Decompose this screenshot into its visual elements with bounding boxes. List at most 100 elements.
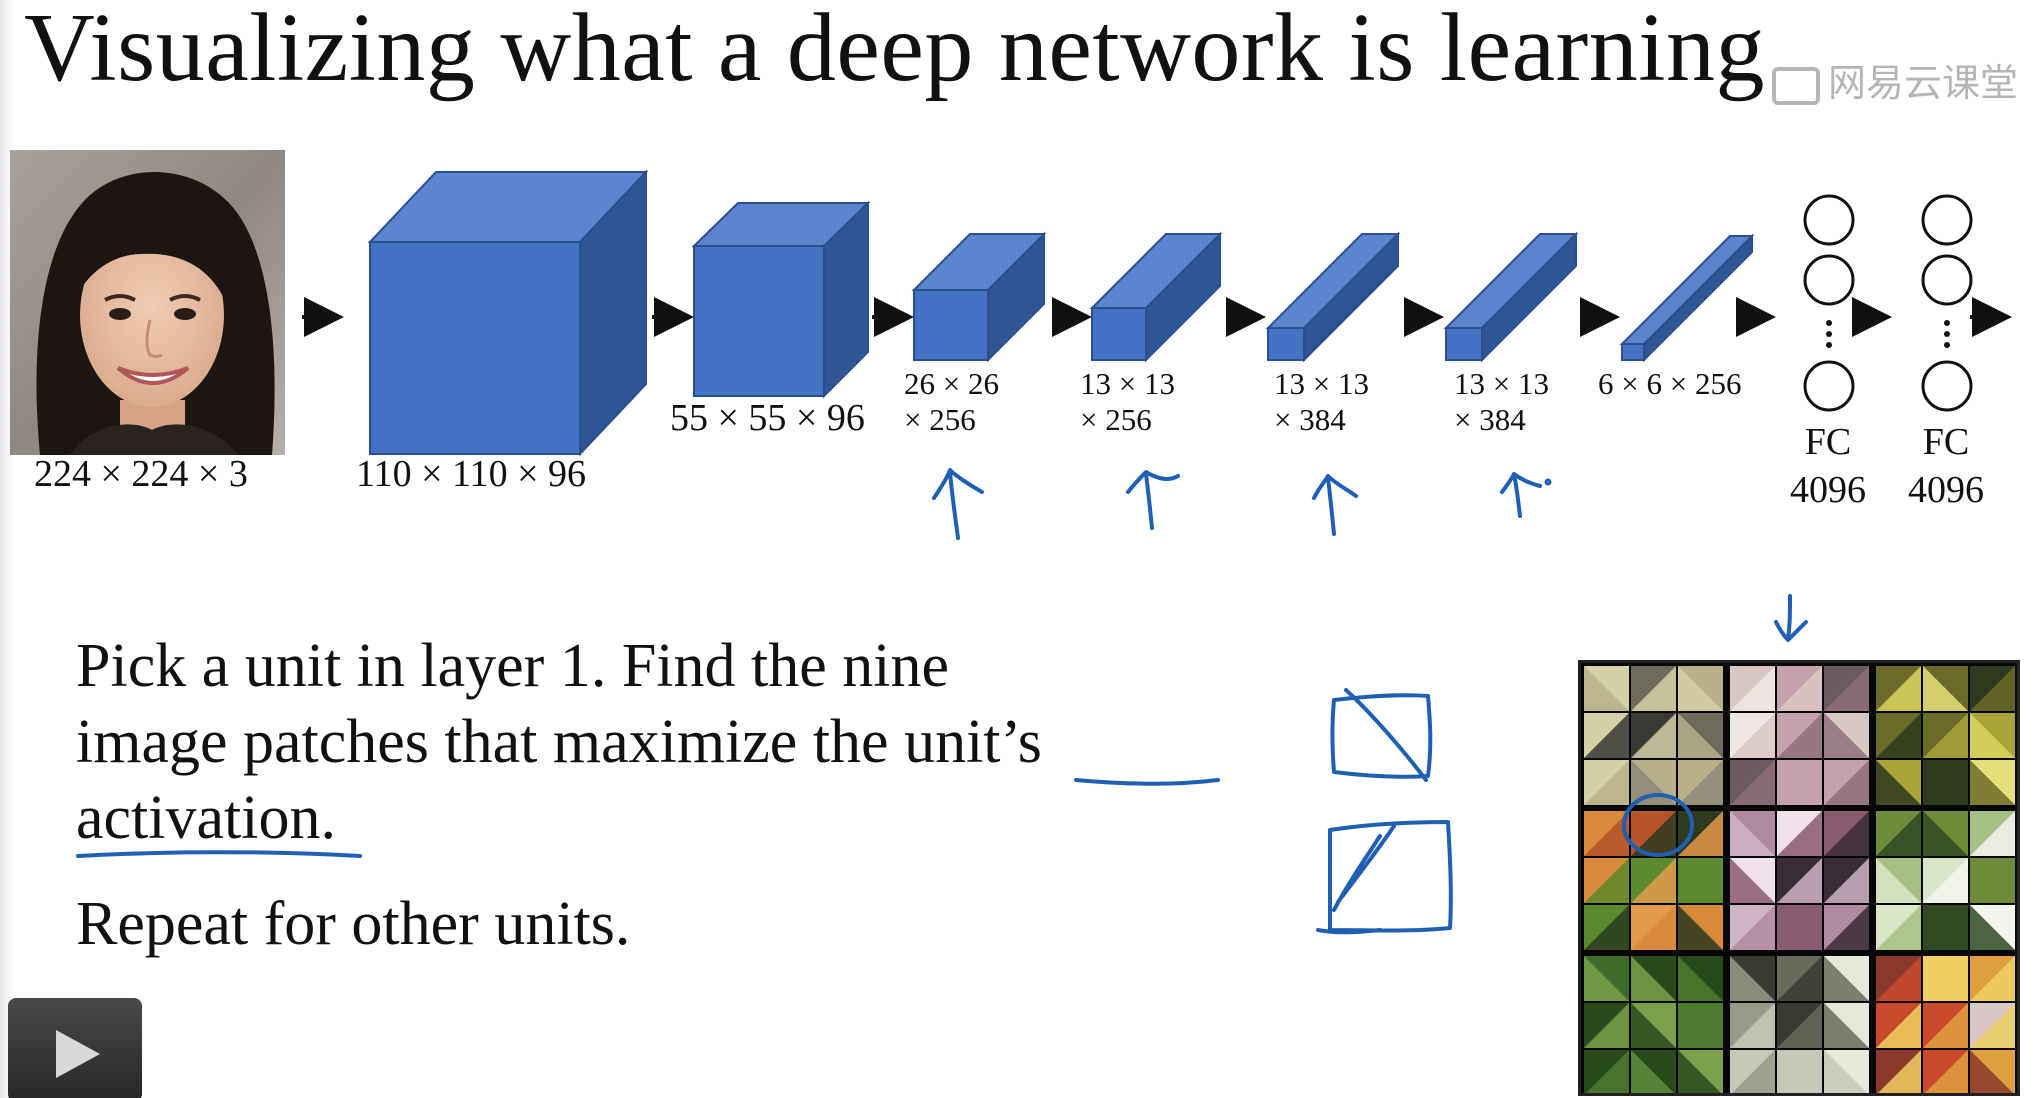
conv-layer-4-block xyxy=(1089,231,1223,363)
image-patch-shade xyxy=(1584,811,1629,856)
layer-1-dims: 110 × 110 × 96 xyxy=(356,453,587,495)
image-patch-shade xyxy=(1824,760,1869,805)
image-patch-shade xyxy=(1678,713,1723,758)
image-patch-shade xyxy=(1631,666,1676,711)
image-patch-shade xyxy=(1730,1050,1775,1095)
image-patch-shade xyxy=(1876,905,1921,950)
image-patch-shade xyxy=(1824,666,1869,711)
image-patch-shade xyxy=(1824,811,1869,856)
activation-patch-grid xyxy=(1578,660,2020,1096)
image-patch-shade xyxy=(1678,956,1723,1001)
image-patch-shade xyxy=(1777,811,1822,856)
image-patch-shade xyxy=(1923,666,1968,711)
fc-neurons xyxy=(1803,194,1973,412)
sketch-diagonal-2 xyxy=(1332,824,1396,912)
image-patch-shade xyxy=(1824,713,1869,758)
image-patch-shade xyxy=(1678,666,1723,711)
image-patch-shade xyxy=(1584,666,1629,711)
image-patch-shade xyxy=(1584,905,1629,950)
conv-layer-1-block xyxy=(367,169,649,457)
image-patch-shade xyxy=(1777,713,1822,758)
repeat-text: Repeat for other units. xyxy=(76,890,631,958)
image-patch-shade xyxy=(1730,713,1775,758)
layer-3-dims-line1: 26 × 26 xyxy=(904,366,999,401)
image-patch-shade xyxy=(1923,713,1968,758)
image-patch-shade xyxy=(1777,858,1822,903)
sketch-box-2 xyxy=(1327,820,1453,933)
image-patch-shade xyxy=(1970,956,2015,1001)
image-patch-shade xyxy=(1631,905,1676,950)
image-patch-shade xyxy=(1876,666,1921,711)
conv-layer-5-block xyxy=(1265,231,1401,363)
image-patch-shade xyxy=(1777,1050,1822,1095)
layer-6-dims-line1: 13 × 13 xyxy=(1454,366,1549,401)
fc-2-label: FC xyxy=(1922,421,1970,463)
image-patch-shade xyxy=(1730,1003,1775,1048)
patch-mosaic xyxy=(1584,666,2015,1095)
image-patch-shade xyxy=(1678,858,1723,903)
layer-5-dims-line1: 13 × 13 xyxy=(1274,366,1369,401)
image-patch-shade xyxy=(1584,858,1629,903)
conv-layer-6-block xyxy=(1443,231,1579,363)
image-patch-shade xyxy=(1730,956,1775,1001)
input-portrait-illustration xyxy=(10,150,285,455)
layer-7-dims: 6 × 6 × 256 xyxy=(1598,366,1742,401)
input-dims-label: 224 × 224 × 3 xyxy=(34,453,248,495)
image-patch-shade xyxy=(1923,1050,1968,1095)
image-patch-shade xyxy=(1970,713,2015,758)
image-patch-shade xyxy=(1730,811,1775,856)
image-patch-shade xyxy=(1730,858,1775,903)
image-patch-shade xyxy=(1678,905,1723,950)
down-arrow-annotation xyxy=(1774,594,1808,642)
network-diagram xyxy=(302,169,2012,457)
conv-layer-7-block xyxy=(1619,233,1755,363)
layer-3-dims-line2: × 256 xyxy=(904,402,976,437)
instruction-line-3: activation. xyxy=(76,784,336,852)
instruction-paragraph: Pick a unit in layer 1. Find the nine im… xyxy=(76,628,1276,856)
image-patch-shade xyxy=(1970,1003,2015,1048)
image-patch-shade xyxy=(1923,1003,1968,1048)
fc-1-units: 4096 xyxy=(1790,469,1866,511)
image-patch-shade xyxy=(1777,760,1822,805)
image-patch-shade xyxy=(1631,858,1676,903)
image-patch-shade xyxy=(1923,956,1968,1001)
conv-layer-2-block xyxy=(691,200,871,399)
image-patch-shade xyxy=(1824,956,1869,1001)
image-patch-shade xyxy=(1631,956,1676,1001)
image-patch-shade xyxy=(1824,1003,1869,1048)
image-patch-shade xyxy=(1970,760,2015,805)
image-patch-shade xyxy=(1777,956,1822,1001)
play-button[interactable] xyxy=(8,998,142,1098)
input-image xyxy=(10,150,285,455)
instruction-line-2: image patches that maximize the unit’s xyxy=(76,708,1042,776)
image-patch-shade xyxy=(1824,1050,1869,1095)
sketch-base-stroke xyxy=(1316,928,1382,935)
layer-6-dims-line2: × 384 xyxy=(1454,402,1526,437)
image-patch-shade xyxy=(1876,760,1921,805)
slide-title: Visualizing what a deep network is learn… xyxy=(24,0,1765,102)
image-patch-shade xyxy=(1970,811,2015,856)
image-patch-shade xyxy=(1584,1050,1629,1095)
image-patch-shade xyxy=(1777,666,1822,711)
image-patch-shade xyxy=(1876,1050,1921,1095)
image-patch-shade xyxy=(1876,713,1921,758)
image-patch-shade xyxy=(1730,905,1775,950)
image-patch-shade xyxy=(1584,956,1629,1001)
image-patch-shade xyxy=(1923,905,1968,950)
image-patch-shade xyxy=(1876,811,1921,856)
layer-2-dims: 55 × 55 × 96 xyxy=(670,397,865,439)
image-patch-shade xyxy=(1970,858,2015,903)
fc-1-label: FC xyxy=(1804,421,1852,463)
conv-layer-3-block xyxy=(911,231,1047,363)
image-patch-shade xyxy=(1970,905,2015,950)
image-patch-shade xyxy=(1876,858,1921,903)
fc-ellipsis-dots xyxy=(1826,320,1950,348)
layer-4-dims-line2: × 256 xyxy=(1080,402,1152,437)
image-patch-shade xyxy=(1970,1050,2015,1095)
fc-2-units: 4096 xyxy=(1908,469,1984,511)
image-patch-shade xyxy=(1876,956,1921,1001)
instruction-line-1: Pick a unit in layer 1. Find the nine xyxy=(76,632,950,700)
image-patch-shade xyxy=(1631,1050,1676,1095)
image-patch-shade xyxy=(1678,1050,1723,1095)
